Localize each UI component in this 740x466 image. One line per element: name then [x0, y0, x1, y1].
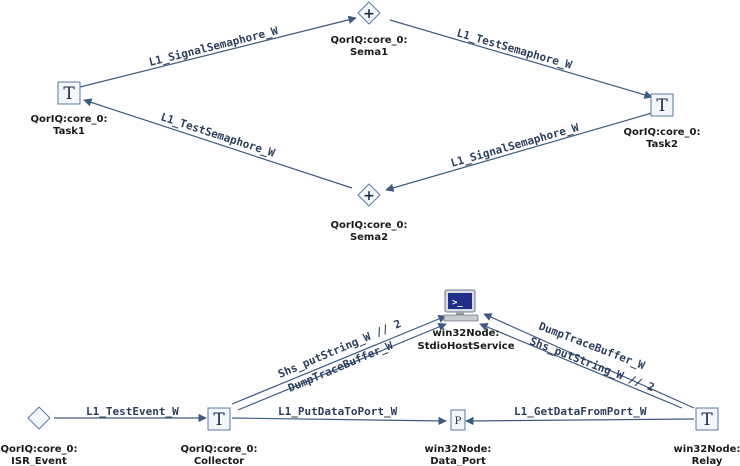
edge-label-sema2-task1: L1_TestSemaphore_W [159, 110, 277, 159]
svg-text:T: T [63, 84, 75, 104]
edge-collector-stdio-dump[interactable] [237, 323, 447, 411]
node-label-line1: win32Node: [674, 444, 740, 455]
svg-text:T: T [213, 410, 225, 430]
edge-relay-stdio-put[interactable] [479, 323, 683, 409]
node-data-port[interactable]: P win32Node: Data_Port [425, 409, 492, 466]
node-collector[interactable]: T QorIQ:core_0: Collector [181, 407, 258, 466]
node-label-line2: ISR_Event [11, 456, 67, 466]
node-isr-event[interactable]: QorIQ:core_0: ISR_Event [1, 406, 78, 466]
node-label-line1: win32Node: [433, 328, 500, 339]
node-stdio[interactable]: >_ win32Node: StdioHostService [418, 289, 515, 352]
svg-text:T: T [701, 410, 713, 430]
edge-label-collector-dataport: L1_PutDataToPort_W [278, 405, 398, 418]
task-icon: T [57, 81, 81, 105]
node-label-line1: win32Node: [425, 444, 492, 455]
node-sema1[interactable]: + QorIQ:core_0: Sema1 [331, 1, 408, 58]
node-label-line2: Task2 [646, 139, 678, 150]
edge-label-relay-dataport: L1_GetDataFromPort_W [514, 405, 647, 418]
edge-task1-sema1[interactable] [79, 15, 357, 88]
node-label-line1: QorIQ:core_0: [181, 444, 258, 455]
edge-sema2-task1[interactable] [83, 98, 353, 189]
edge-label-task1-sema1: L1_SignalSemaphore_W [148, 24, 280, 69]
svg-text:T: T [656, 96, 668, 116]
svg-text:+: + [363, 188, 375, 204]
svg-text:+: + [363, 6, 375, 22]
edge-label-task2-sema2: L1_SignalSemaphore_W [449, 121, 580, 170]
edge-sema1-task2[interactable] [389, 19, 653, 99]
node-label-line2: Sema1 [350, 47, 388, 58]
node-label-line2: Sema2 [350, 232, 388, 243]
task-icon: T [207, 407, 231, 431]
edge-label-sema1-task2: L1_TestSemaphore_W [455, 26, 574, 71]
node-label-line1: QorIQ:core_0: [331, 35, 408, 46]
node-label-line1: QorIQ:core_0: [331, 220, 408, 231]
port-icon: P [450, 409, 466, 431]
semaphore-icon: + [357, 1, 381, 25]
edge-task2-sema2[interactable] [385, 112, 653, 192]
node-label-line2: Task1 [53, 126, 85, 137]
node-task1[interactable]: T QorIQ:core_0: Task1 [31, 81, 108, 137]
node-label-line1: QorIQ:core_0: [1, 444, 78, 455]
node-label-line2: StdioHostService [418, 341, 515, 352]
edge-collector-stdio-put[interactable] [231, 314, 447, 405]
node-relay[interactable]: T win32Node: Relay [674, 407, 740, 466]
svg-text:P: P [455, 416, 462, 427]
edge-relay-dataport[interactable] [465, 416, 695, 426]
node-label-line2: Relay [692, 456, 723, 466]
node-label-line1: QorIQ:core_0: [31, 114, 108, 125]
monitor-icon: >_ [443, 289, 479, 322]
node-label-line2: Data_Port [430, 456, 486, 466]
edge-relay-stdio-dump[interactable] [483, 313, 695, 409]
node-label-line2: Collector [194, 456, 244, 466]
task-icon: T [695, 407, 719, 431]
node-task2[interactable]: T QorIQ:core_0: Task2 [624, 93, 701, 150]
node-label-line1: QorIQ:core_0: [624, 127, 701, 138]
event-diamond-icon [27, 406, 51, 430]
semaphore-icon: + [357, 183, 381, 207]
task-icon: T [650, 93, 674, 117]
node-sema2[interactable]: + QorIQ:core_0: Sema2 [331, 183, 408, 243]
svg-text:>_: >_ [452, 298, 463, 308]
edge-label-isr-collector: L1_TestEvent_W [86, 405, 179, 418]
edge-collector-dataport[interactable] [231, 416, 447, 426]
